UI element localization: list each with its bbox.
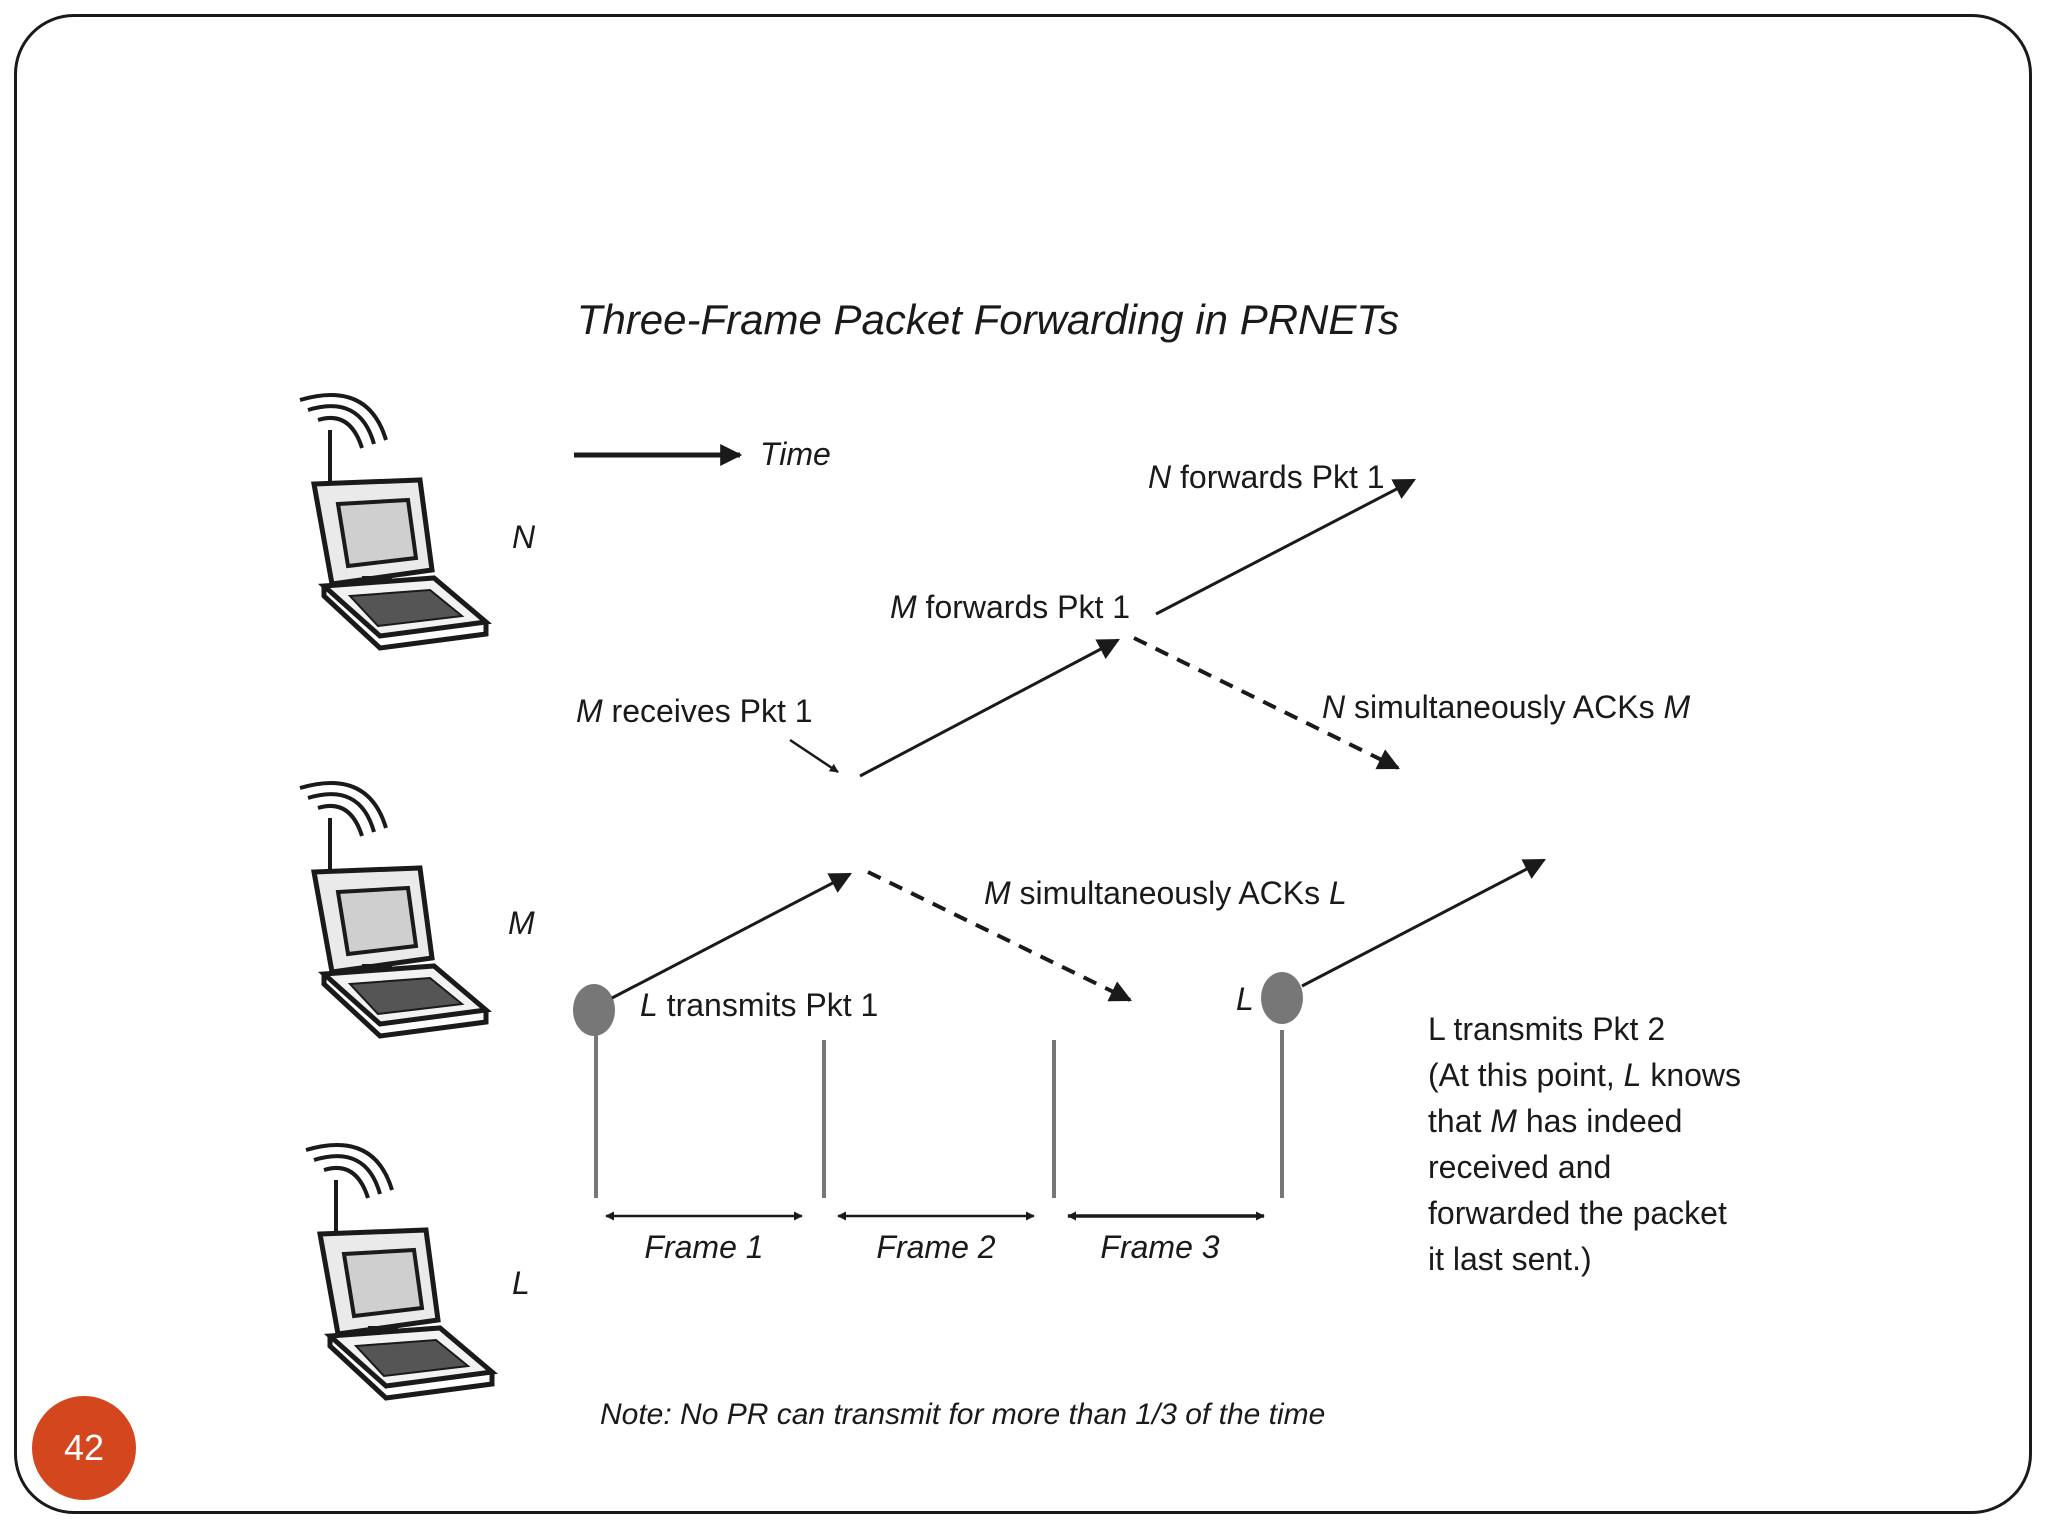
n-acks-node: N <box>1322 689 1346 725</box>
l-to-m-arrow <box>611 872 852 1000</box>
n-acks-target: M <box>1663 689 1690 725</box>
l-marker-label: L <box>1236 981 1254 1017</box>
m-acks-node: M <box>984 875 1011 911</box>
m-receives-pointer <box>789 738 839 774</box>
pkt2-line-2a: (At this point, <box>1428 1057 1624 1093</box>
m-acks-target: L <box>1329 875 1347 911</box>
m-acks-text: simultaneously ACKs <box>1011 875 1329 911</box>
pkt2-line-2b: L <box>1624 1057 1642 1093</box>
m-receives-text: receives Pkt 1 <box>603 693 813 729</box>
m-forwards-text: forwards Pkt 1 <box>917 589 1130 625</box>
pkt2-line-2c: knows <box>1641 1057 1741 1093</box>
pkt2-line-3: that M has indeed <box>1428 1103 1682 1139</box>
frame-1-label: Frame 1 <box>644 1229 763 1265</box>
frame-2-label: Frame 2 <box>876 1229 995 1265</box>
pkt2-line-6: it last sent.) <box>1428 1241 1592 1277</box>
n-forwards-node: N <box>1148 459 1172 495</box>
m-receives-node: M <box>576 693 603 729</box>
m-forwards-label: M forwards Pkt 1 <box>890 589 1130 625</box>
n-acks-label: N simultaneously ACKs M <box>1322 689 1690 725</box>
l-pkt2-arrow <box>1301 858 1546 988</box>
pkt2-line-3b: M <box>1490 1103 1517 1139</box>
n-forward-arrow <box>1155 478 1416 616</box>
n-acks-text: simultaneously ACKs <box>1345 689 1663 725</box>
m-forwards-node: M <box>890 589 917 625</box>
pkt2-line-3a: that <box>1428 1103 1490 1139</box>
node-label-l: L <box>512 1265 530 1301</box>
pkt2-line-5: forwarded the packet <box>1428 1195 1727 1231</box>
l-transmits-1-label: L transmits Pkt 1 <box>640 987 878 1023</box>
l-transmits-2-block: L transmits Pkt 2 (At this point, L know… <box>1428 1011 1741 1277</box>
node-label-m: M <box>508 905 535 941</box>
node-label-n: N <box>512 519 536 555</box>
n-ack-arrow <box>1133 636 1400 770</box>
l-node-dot-1 <box>573 984 615 1036</box>
laptop-n-icon <box>300 395 486 648</box>
l-transmits-1-text: transmits Pkt 1 <box>658 987 879 1023</box>
n-forwards-text: forwards Pkt 1 <box>1171 459 1384 495</box>
laptop-m-icon <box>300 783 486 1036</box>
note-text: Note: No PR can transmit for more than 1… <box>600 1398 1325 1431</box>
pkt2-line-3c: has indeed <box>1517 1103 1682 1139</box>
m-acks-label: M simultaneously ACKs L <box>984 875 1347 911</box>
l-node-dot-2 <box>1261 972 1303 1024</box>
pkt2-line-2: (At this point, L knows <box>1428 1057 1741 1093</box>
time-label: Time <box>760 436 831 472</box>
slide-number-badge: 42 <box>32 1396 136 1500</box>
laptop-l-icon <box>306 1145 492 1398</box>
diagram-title: Three-Frame Packet Forwarding in PRNETs <box>577 296 1399 343</box>
m-to-n-arrow <box>859 638 1120 778</box>
pkt2-line-1: L transmits Pkt 2 <box>1428 1011 1665 1047</box>
n-forwards-label: N forwards Pkt 1 <box>1148 459 1385 495</box>
m-receives-label: M receives Pkt 1 <box>576 693 813 729</box>
frame-3-label: Frame 3 <box>1100 1229 1219 1265</box>
l-transmits-1-node: L <box>640 987 658 1023</box>
pkt2-line-4: received and <box>1428 1149 1611 1185</box>
m-ack-arrow <box>867 870 1132 1002</box>
